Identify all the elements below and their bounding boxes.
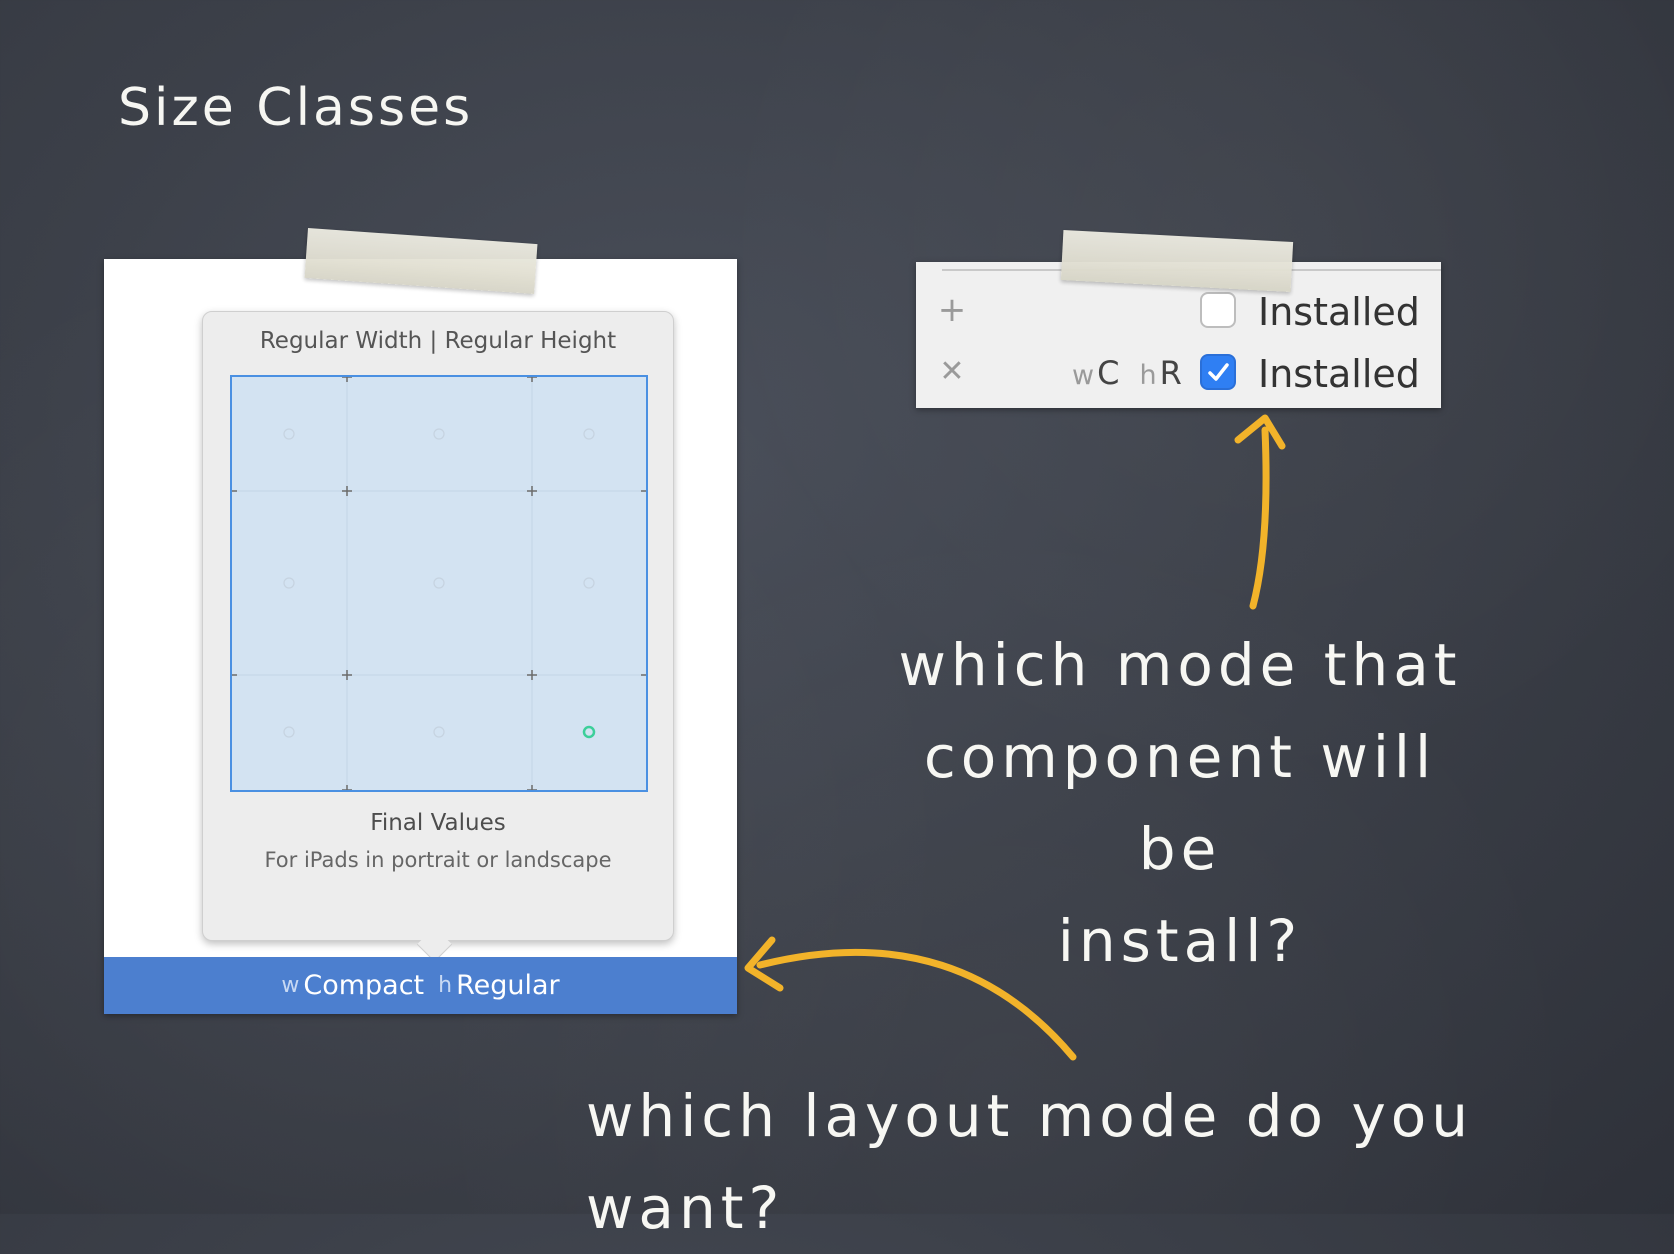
popover-heading: Regular Width | Regular Height xyxy=(259,328,617,354)
width-prefix: w xyxy=(281,973,300,998)
install-question-line-2: component will be xyxy=(923,723,1437,883)
final-values-title: Final Values xyxy=(370,810,506,836)
final-values-subtitle: For iPads in portrait or landscape xyxy=(264,848,612,872)
variation-width-prefix: w xyxy=(1072,360,1095,391)
arrow-up-to-install xyxy=(1249,426,1270,610)
install-question-line-1: which mode that xyxy=(898,631,1462,699)
height-class-value: Regular xyxy=(456,970,560,1001)
size-class-bar-button[interactable]: w Compact h Regular xyxy=(104,957,737,1014)
plus-icon[interactable]: + xyxy=(937,290,967,330)
size-class-popover: Regular Width | Regular Height xyxy=(202,311,674,963)
selected-size-class-dot xyxy=(582,725,596,739)
variation-size-class: w C h R xyxy=(1072,354,1182,392)
slide-title: Size Classes xyxy=(118,78,474,138)
height-prefix: h xyxy=(438,973,453,998)
variation-height-value: R xyxy=(1159,354,1182,392)
installed-checkbox-variation[interactable] xyxy=(1200,354,1236,390)
variation-height-prefix: h xyxy=(1139,360,1157,391)
installed-checkbox-default[interactable] xyxy=(1200,292,1236,328)
arrow-left-to-size-bar xyxy=(756,948,1077,1061)
installed-row-variation: ✕ w C h R Installed xyxy=(916,348,1441,406)
layout-question: which layout mode do you want? xyxy=(586,1082,1474,1242)
checkmark-icon xyxy=(1208,363,1229,381)
size-class-grid[interactable] xyxy=(230,375,648,792)
installed-row-default: + Installed xyxy=(916,286,1441,344)
width-class-value: Compact xyxy=(303,970,425,1001)
annotation-arrows xyxy=(744,414,1286,1061)
installed-label-variation: Installed xyxy=(1258,352,1420,396)
size-class-card: Regular Width | Regular Height xyxy=(104,259,737,1014)
install-question: which mode that component will be instal… xyxy=(880,619,1480,987)
close-icon[interactable]: ✕ xyxy=(939,354,965,389)
installed-label-default: Installed xyxy=(1258,290,1420,334)
installed-panel: + Installed ✕ w C h R Installed xyxy=(916,262,1441,408)
install-question-line-3: install? xyxy=(1057,907,1303,975)
variation-width-value: C xyxy=(1097,354,1120,392)
grid-lines xyxy=(232,377,646,790)
